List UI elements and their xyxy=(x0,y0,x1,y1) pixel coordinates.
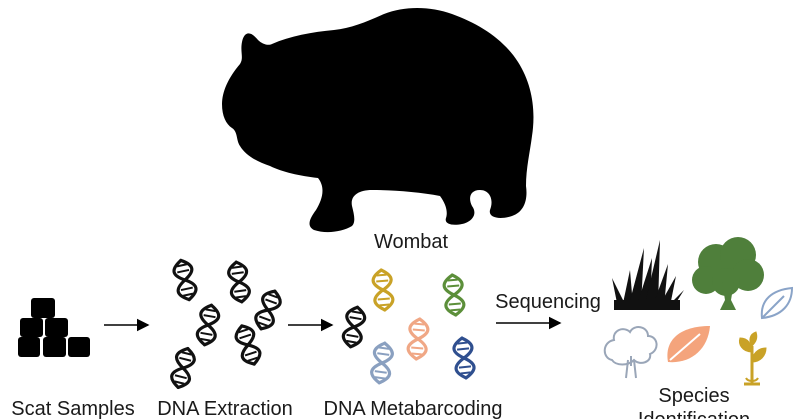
dna-helix-icon xyxy=(405,316,431,362)
scat-samples-label: Scat Samples xyxy=(11,398,135,419)
dna-helix-icon xyxy=(451,335,477,381)
dna-helix-icon xyxy=(225,259,253,305)
dna-helix-icon xyxy=(368,340,396,386)
dna-helix-icon xyxy=(340,304,368,350)
sprout-icon xyxy=(739,331,767,386)
dna-helix-icon xyxy=(370,267,396,313)
dna-helix-icon xyxy=(231,321,265,369)
scat-pile-icon xyxy=(18,298,90,357)
tree-outline-icon xyxy=(603,326,658,379)
dna-helix-icon xyxy=(441,272,467,318)
grass-icon xyxy=(612,240,684,310)
wombat-label: Wombat xyxy=(373,231,449,253)
dna-metabarcoding-helices xyxy=(340,267,477,386)
tree-icon xyxy=(692,237,764,310)
dna-helix-icon xyxy=(194,302,222,348)
dna-helix-icon xyxy=(251,286,285,334)
wombat-silhouette-icon xyxy=(222,8,534,233)
leaf-outline-icon xyxy=(760,286,794,320)
leaf-orange-icon xyxy=(667,326,710,363)
dna-extraction-label: DNA Extraction xyxy=(157,398,293,419)
dna-extraction-helices xyxy=(167,256,285,392)
species-identification-label: Species Identification xyxy=(638,385,750,419)
sequencing-label: Sequencing xyxy=(495,291,601,313)
dna-metabarcoding-label: DNA Metabarcoding xyxy=(323,398,503,419)
dna-helix-icon xyxy=(167,344,199,392)
dna-helix-icon xyxy=(170,256,200,304)
